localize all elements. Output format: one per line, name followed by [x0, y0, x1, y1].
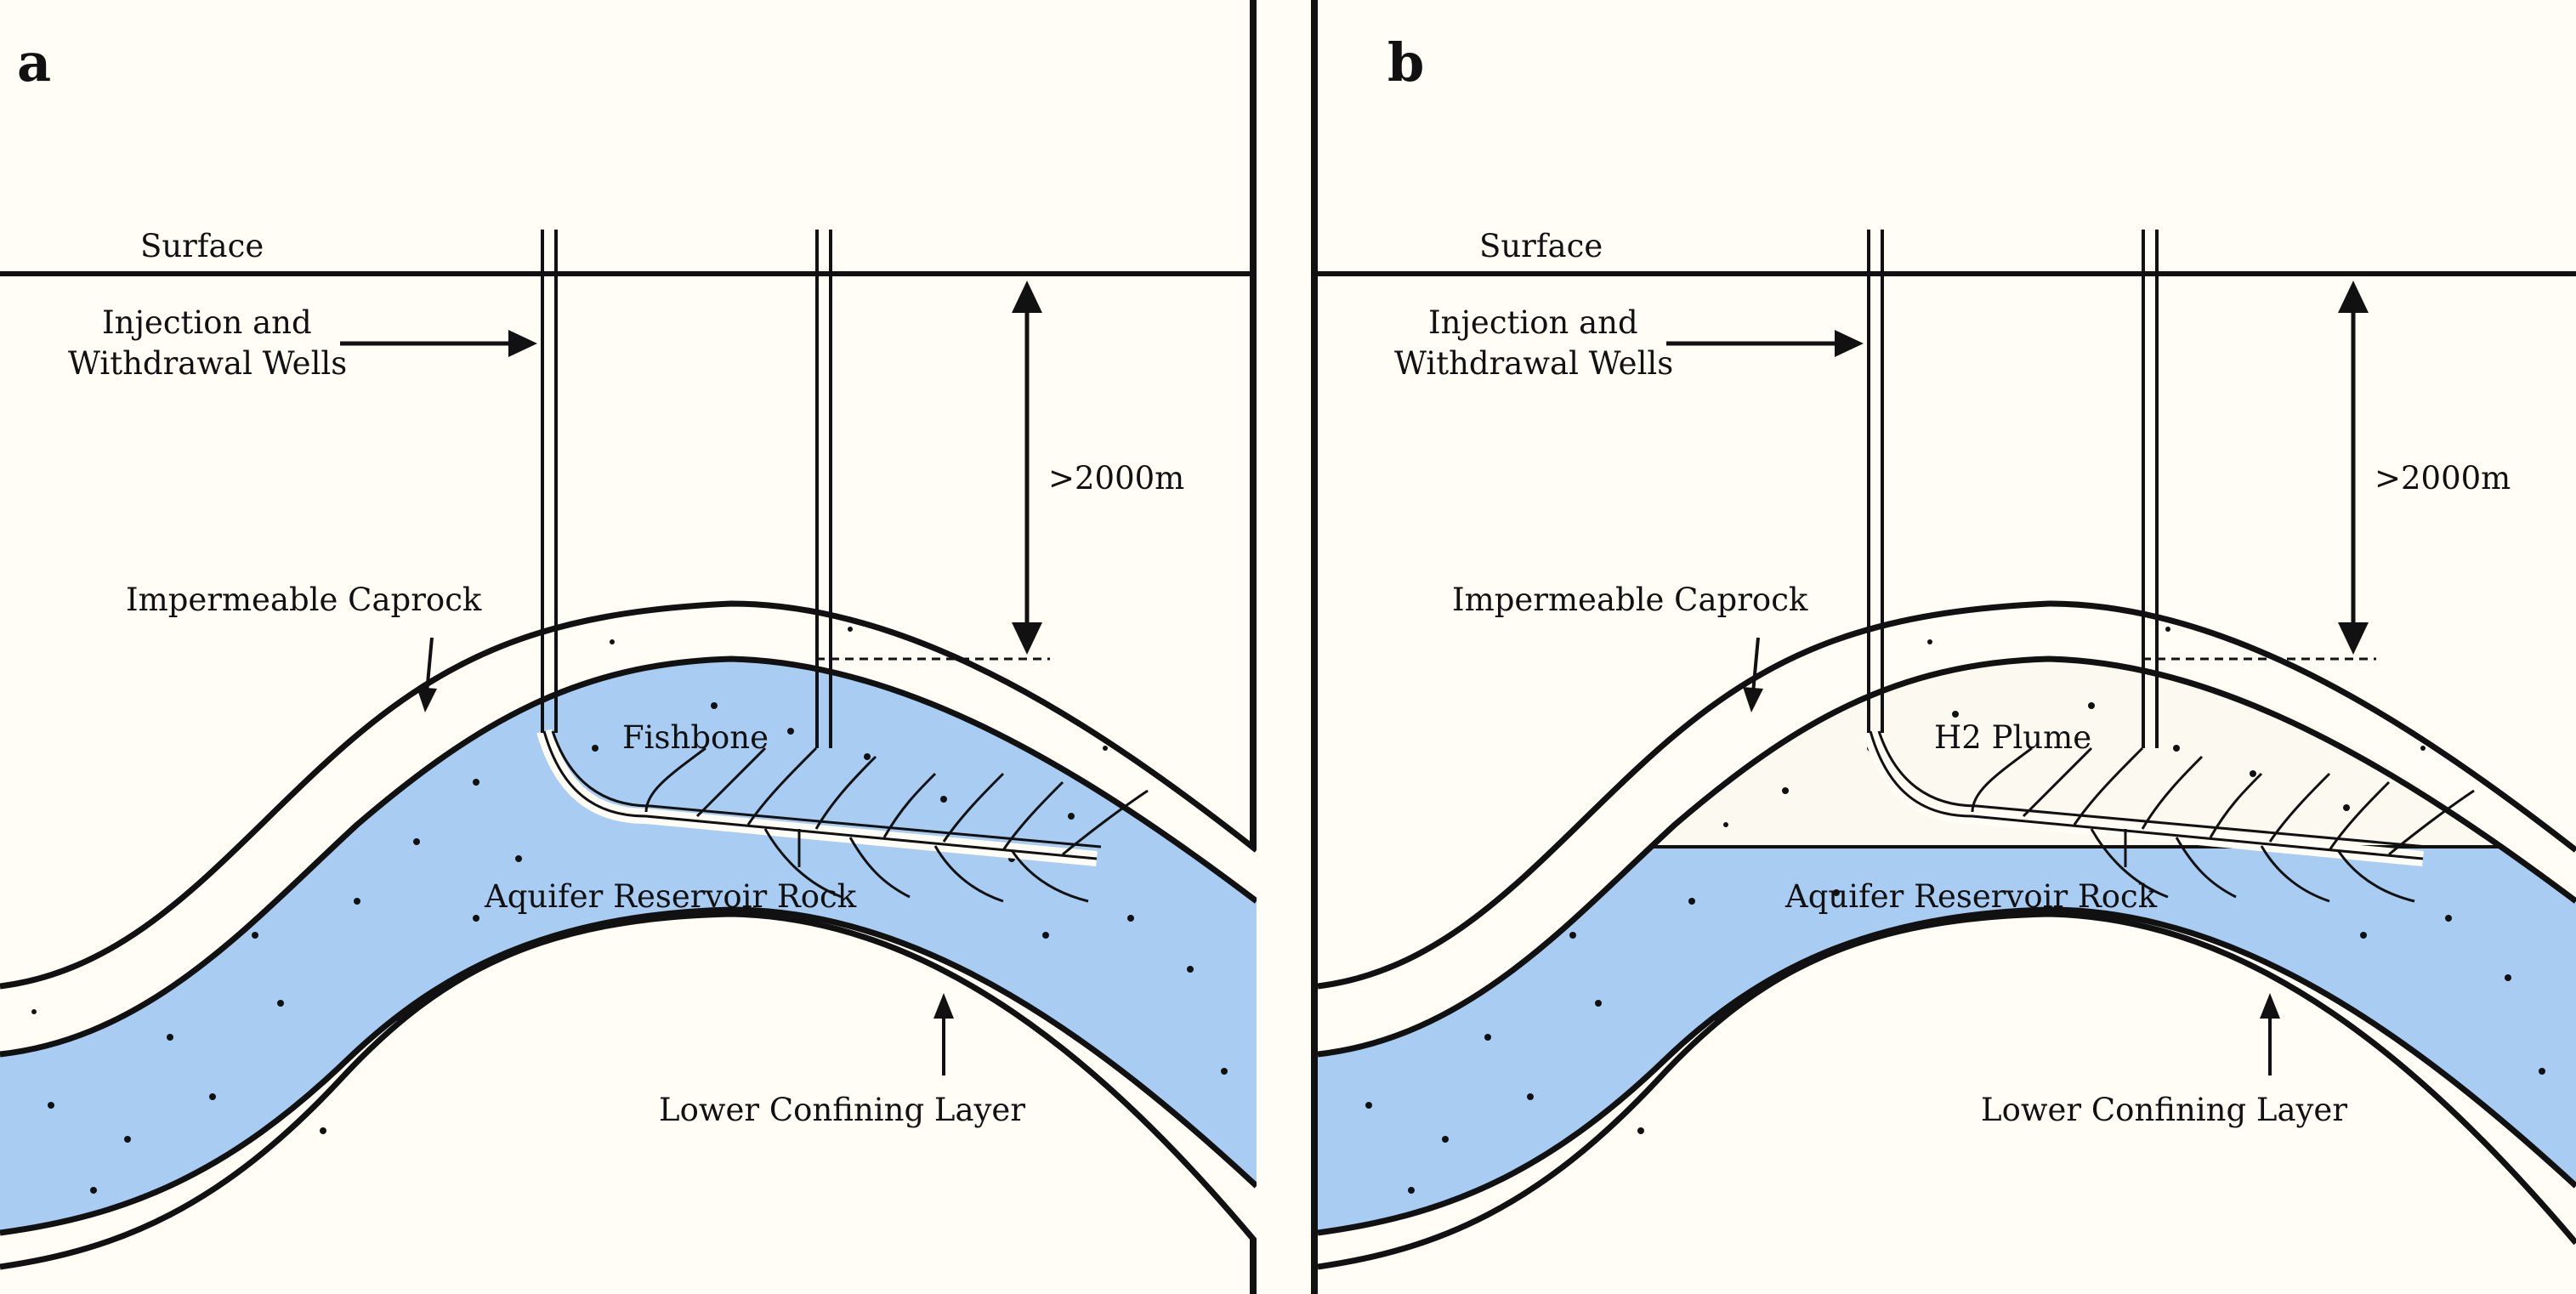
wells-label-line1: Injection and — [102, 304, 312, 341]
fishbone-laterals — [536, 729, 1149, 903]
fishbone-label: Fishbone — [622, 719, 769, 756]
fishbone-laterals — [1863, 729, 2475, 903]
h2-plume — [1649, 659, 2499, 847]
caprock-pointer — [425, 637, 434, 694]
wells-label-line2: Withdrawal Wells — [1394, 345, 1673, 382]
aquifer-label: Aquifer Reservoir Rock — [1784, 878, 2158, 915]
aquifer-label: Aquifer Reservoir Rock — [484, 878, 857, 915]
caprock-top-line — [0, 600, 1257, 990]
panel-a: a Surface Injection and Withdrawal Wells… — [0, 31, 1257, 1270]
wells-label-line1: Injection and — [1428, 304, 1638, 341]
depth-label: >2000m — [1048, 460, 1184, 497]
well-right — [815, 230, 832, 748]
well-right — [2142, 230, 2159, 748]
lower-layer-label: Lower Confining Layer — [659, 1092, 1025, 1128]
well-left — [541, 230, 558, 733]
lower-layer-label: Lower Confining Layer — [1981, 1092, 2347, 1128]
panel-letter: b — [1387, 31, 1424, 94]
lower-layer-line — [0, 911, 1257, 1270]
caprock-bottom-line — [0, 656, 1257, 1058]
surface-label: Surface — [140, 228, 264, 264]
depth-label: >2000m — [2375, 460, 2511, 497]
sand-dots — [31, 627, 1228, 1194]
surface-label: Surface — [1479, 228, 1603, 264]
caprock-label: Impermeable Caprock — [126, 582, 482, 618]
caprock-label: Impermeable Caprock — [1452, 582, 1808, 618]
panel-b: b Surface Injection and Withdrawal Wells… — [1318, 31, 2576, 1270]
h2-plume-label: H2 Plume — [1934, 719, 2091, 756]
sand-dots — [1365, 627, 2545, 1194]
panel-letter: a — [17, 31, 51, 94]
caprock-pointer — [1751, 637, 1760, 694]
well-left — [1867, 230, 1884, 733]
wells-label-line2: Withdrawal Wells — [68, 345, 347, 382]
